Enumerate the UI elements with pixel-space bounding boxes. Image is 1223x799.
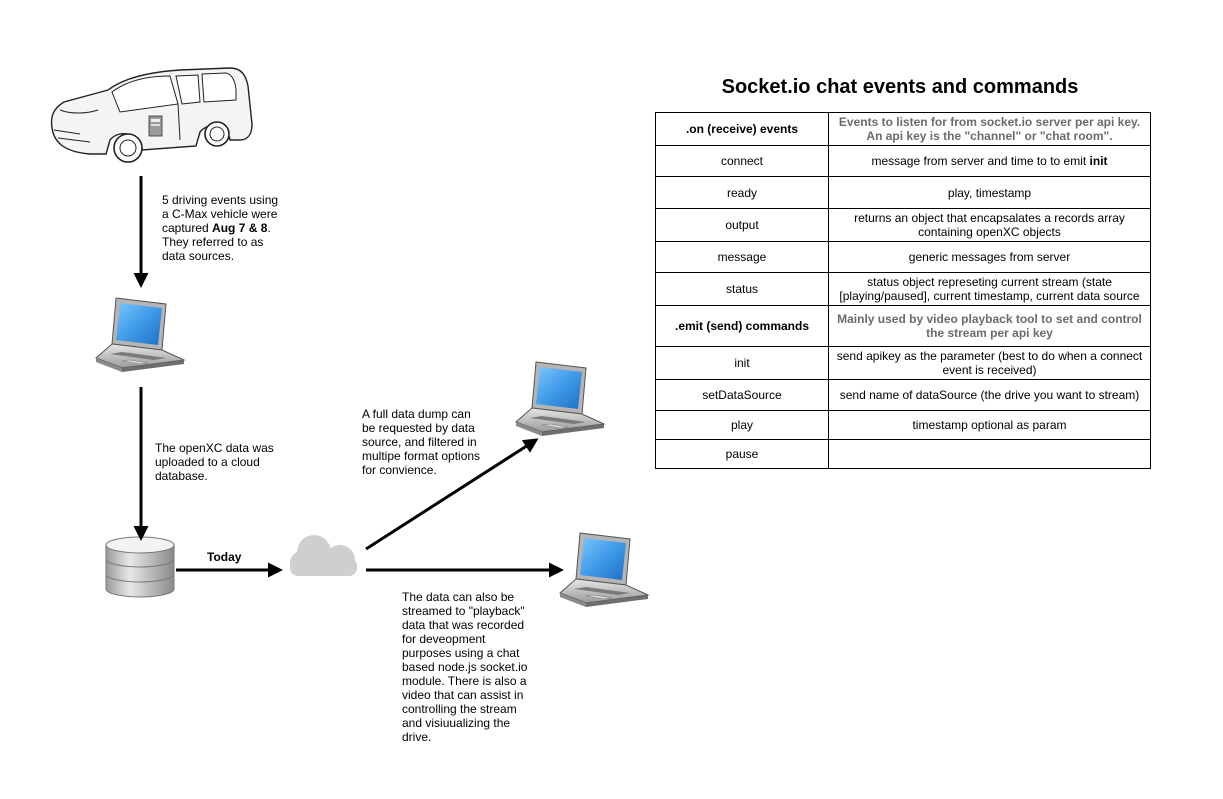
table-row: play timestamp optional as param — [655, 410, 1151, 440]
laptop-icon — [515, 361, 605, 437]
row-desc: Events to listen for from socket.io serv… — [828, 112, 1151, 146]
cloud-icon — [290, 535, 357, 576]
events-table: .on (receive) events Events to listen fo… — [655, 112, 1151, 469]
stream-note: The data can also be streamed to "playba… — [402, 590, 528, 744]
row-desc: timestamp optional as param — [828, 410, 1151, 440]
table-row: message generic messages from server — [655, 241, 1151, 273]
table-row: output returns an object that encapsalat… — [655, 208, 1151, 242]
car-icon — [50, 67, 253, 163]
laptop-icon — [95, 297, 185, 373]
row-desc: generic messages from server — [828, 241, 1151, 273]
row-desc: send apikey as the parameter (best to do… — [828, 346, 1151, 380]
table-title: Socket.io chat events and commands — [721, 76, 1079, 98]
laptop-icon — [559, 532, 649, 608]
row-name: ready — [655, 176, 829, 209]
arrow-cloud-to-laptop-dump — [365, 438, 539, 551]
row-desc: returns an object that encapsalates a re… — [828, 208, 1151, 242]
table-row: pause — [655, 439, 1151, 469]
row-desc: status object represeting current stream… — [828, 272, 1151, 306]
row-name: setDataSource — [655, 379, 829, 411]
row-desc: Mainly used by video playback tool to se… — [828, 305, 1151, 347]
row-name: init — [655, 346, 829, 380]
row-name: .on (receive) events — [655, 112, 829, 146]
connector-arrows — [133, 176, 564, 578]
row-desc: play, timestamp — [828, 176, 1151, 209]
row-name: output — [655, 208, 829, 242]
table-row: init send apikey as the parameter (best … — [655, 346, 1151, 380]
database-icon — [105, 536, 175, 598]
table-row: status status object represeting current… — [655, 272, 1151, 306]
row-name: connect — [655, 145, 829, 177]
row-name: .emit (send) commands — [655, 305, 829, 347]
row-desc: send name of dataSource (the drive you w… — [828, 379, 1151, 411]
table-row: connect message from server and time to … — [655, 145, 1151, 177]
row-name: pause — [655, 439, 829, 469]
row-desc: message from server and time to to emit … — [828, 145, 1151, 177]
row-name: play — [655, 410, 829, 440]
today-label: Today — [207, 550, 242, 564]
car-note: 5 driving events using a C-Max vehicle w… — [162, 193, 279, 263]
upload-note: The openXC data was uploaded to a cloud … — [155, 441, 274, 483]
table-row: setDataSource send name of dataSource (t… — [655, 379, 1151, 411]
dump-note: A full data dump can be requested by dat… — [362, 407, 481, 477]
table-row: .emit (send) commands Mainly used by vid… — [655, 305, 1151, 347]
row-name: status — [655, 272, 829, 306]
table-row: ready play, timestamp — [655, 176, 1151, 209]
row-desc — [828, 439, 1151, 469]
table-row: .on (receive) events Events to listen fo… — [655, 112, 1151, 146]
row-name: message — [655, 241, 829, 273]
